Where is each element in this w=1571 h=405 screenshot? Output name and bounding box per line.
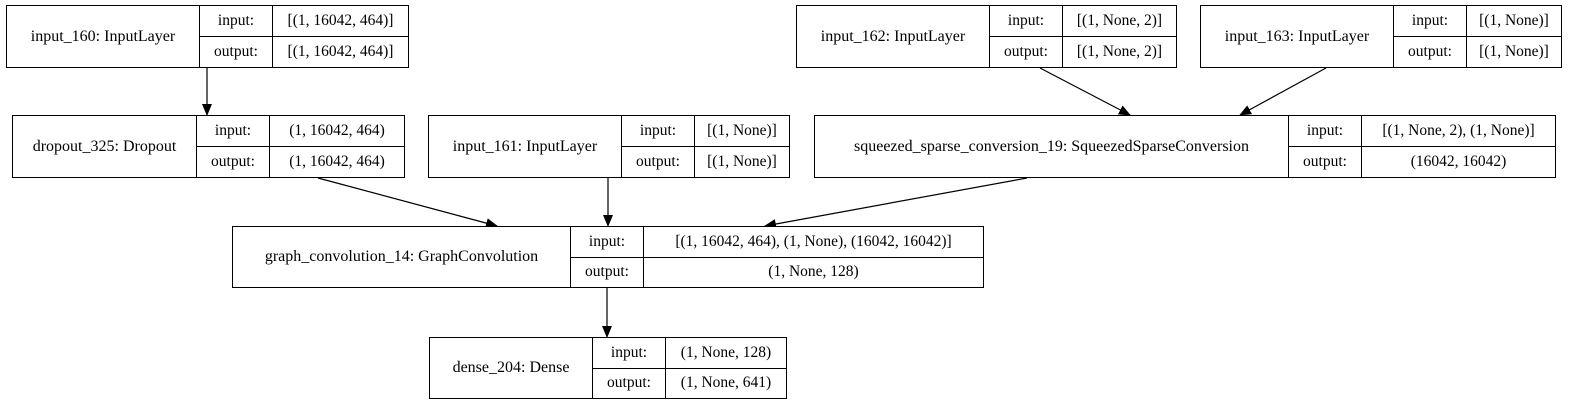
node-input-163: input_163: InputLayer input: output: [(1… <box>1200 5 1562 68</box>
output-label: output: <box>211 153 255 170</box>
edge-input-163-to-squeezed-sparse-conversion-19 <box>1239 67 1327 116</box>
node-input-162: input_162: InputLayer input: output: [(1… <box>796 5 1177 68</box>
output-shape: [(1, None)] <box>1479 43 1549 60</box>
node-squeezed-sparse-conversion-19: squeezed_sparse_conversion_19: SqueezedS… <box>814 115 1556 178</box>
node-title: graph_convolution_14: GraphConvolution <box>233 227 571 287</box>
input-label: input: <box>1394 6 1466 37</box>
input-label: input: <box>622 116 694 147</box>
output-label: output: <box>607 374 651 392</box>
output-label: output: <box>1303 153 1347 170</box>
input-label: input: <box>571 227 643 258</box>
output-label: output: <box>585 263 629 281</box>
output-shape: [(1, 16042, 464)] <box>287 43 394 60</box>
node-graph-convolution-14: graph_convolution_14: GraphConvolution i… <box>232 226 984 288</box>
output-label: output: <box>1408 43 1452 60</box>
output-shape: [(1, None)] <box>707 153 777 170</box>
output-label: output: <box>214 43 258 60</box>
node-title: input_161: InputLayer <box>429 116 622 177</box>
output-shape: (1, None, 128) <box>768 263 859 281</box>
input-label: input: <box>990 6 1062 37</box>
output-shape: (16042, 16042) <box>1410 153 1507 170</box>
node-title: dense_204: Dense <box>430 338 593 398</box>
input-label: input: <box>197 116 269 147</box>
output-shape: [(1, None, 2)] <box>1076 43 1163 60</box>
output-label: output: <box>1004 43 1048 60</box>
edge-input-162-to-squeezed-sparse-conversion-19 <box>1039 67 1131 116</box>
input-shape: [(1, None)] <box>1467 6 1561 37</box>
node-title: input_160: InputLayer <box>7 6 200 67</box>
input-shape: (1, None, 128) <box>666 338 786 369</box>
node-dropout-325: dropout_325: Dropout input: output: (1, … <box>12 115 405 178</box>
node-title: input_163: InputLayer <box>1201 6 1394 67</box>
input-label: input: <box>200 6 272 37</box>
node-input-160: input_160: InputLayer input: output: [(1… <box>6 5 409 68</box>
node-input-161: input_161: InputLayer input: output: [(1… <box>428 115 790 178</box>
input-label: input: <box>1289 116 1361 147</box>
input-shape: (1, 16042, 464) <box>270 116 404 147</box>
node-dense-204: dense_204: Dense input: output: (1, None… <box>429 337 787 399</box>
input-shape: [(1, None)] <box>695 116 789 147</box>
node-title: input_162: InputLayer <box>797 6 990 67</box>
output-shape: (1, None, 641) <box>680 374 772 392</box>
input-shape: [(1, 16042, 464), (1, None), (16042, 160… <box>644 227 983 258</box>
node-title: squeezed_sparse_conversion_19: SqueezedS… <box>815 116 1289 177</box>
input-shape: [(1, None, 2)] <box>1063 6 1176 37</box>
edge-dropout-325-to-graph-convolution-14 <box>317 177 498 228</box>
input-shape: [(1, 16042, 464)] <box>273 6 408 37</box>
input-label: input: <box>593 338 665 369</box>
edge-squeezed-sparse-conversion-19-to-graph-convolution-14 <box>764 177 1028 229</box>
output-label: output: <box>636 153 680 170</box>
input-shape: [(1, None, 2), (1, None)] <box>1362 116 1555 147</box>
node-title: dropout_325: Dropout <box>13 116 197 177</box>
output-shape: (1, 16042, 464) <box>289 153 385 170</box>
